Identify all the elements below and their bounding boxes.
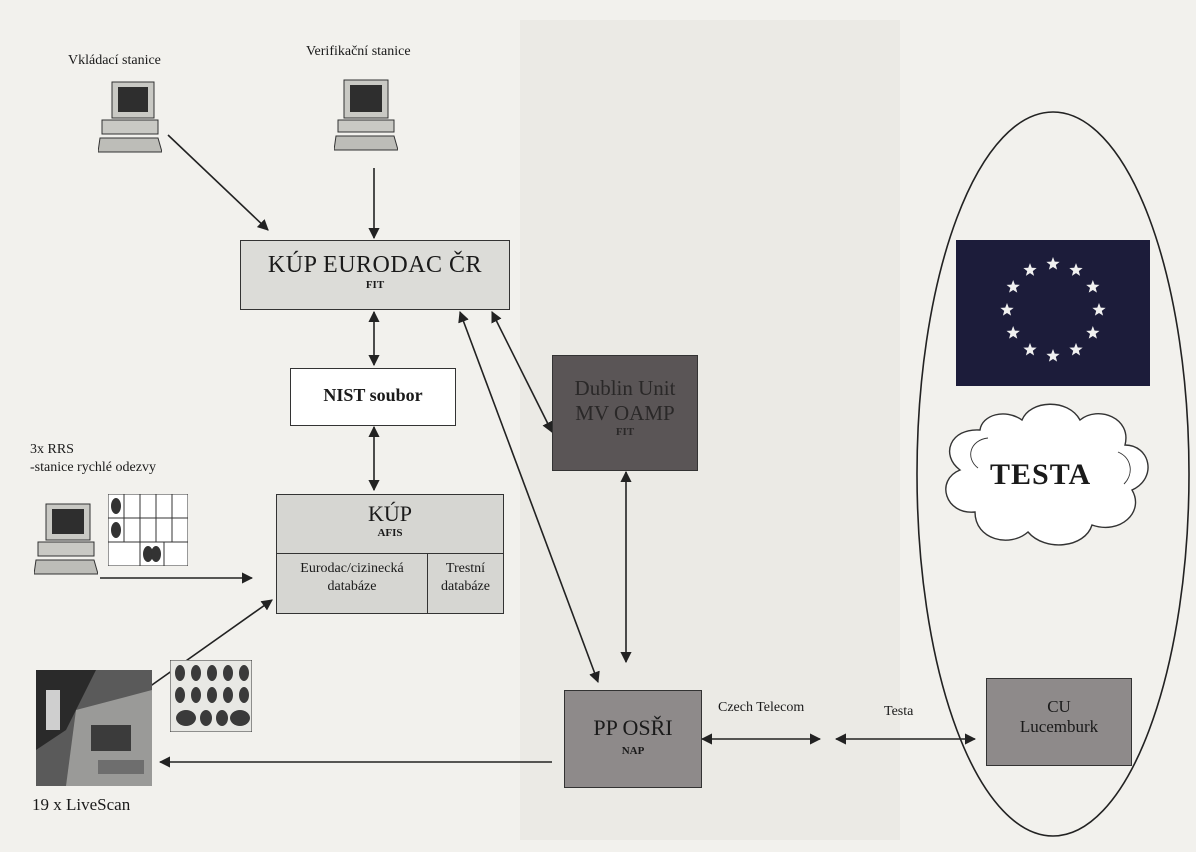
fingerprint-card-icon	[108, 494, 188, 566]
computer-icon	[98, 81, 162, 153]
trestni-db-cell: Trestní databáze	[428, 554, 503, 614]
testa-cloud	[945, 403, 1149, 546]
afis-databases: Eurodac/cizinecká databáze Trestní datab…	[277, 553, 503, 614]
pp-osri-title: PP OSŘI	[593, 715, 673, 740]
arrow-input-to-kup	[167, 134, 269, 231]
kup-eurodac-box: KÚP EURODAC ČR FIT	[240, 240, 510, 310]
eu-star-icon	[1000, 303, 1014, 316]
arrow-livescan-to-afis	[141, 599, 273, 693]
pp-osri-sub: NAP	[621, 745, 645, 757]
testa-cloud-label: TESTA	[990, 458, 1092, 491]
eu-star-icon	[1092, 303, 1106, 316]
eu-star-icon	[1023, 263, 1037, 276]
dublin-title-1: Dublin Unit	[574, 376, 676, 400]
input-station-label: Vkládací stanice	[68, 53, 161, 68]
livescan-label: 19 x LiveScan	[32, 795, 131, 814]
nist-box: NIST soubor	[290, 368, 456, 426]
kup-afis-box: KÚP AFIS Eurodac/cizinecká databáze Tres…	[276, 494, 504, 614]
computer-icon	[34, 503, 98, 575]
eurodac-db-line2: databáze	[327, 579, 377, 594]
fingerprint-card-icon	[170, 660, 252, 732]
dublin-unit-box: Dublin Unit MV OAMP FIT	[552, 355, 698, 471]
trestni-db-line2: databáze	[441, 579, 490, 594]
cu-title-2: Lucemburk	[1019, 717, 1099, 736]
eu-star-icon	[1069, 263, 1083, 276]
kup-eurodac-sub: FIT	[365, 279, 385, 291]
kup-afis-sub: AFIS	[377, 527, 403, 539]
czech-telecom-label: Czech Telecom	[718, 700, 805, 715]
rrs-title: 3x RRS	[30, 442, 74, 457]
cu-title-1: CU	[1047, 697, 1071, 716]
eu-star-icon	[1023, 342, 1037, 356]
trestni-db-line1: Trestní	[445, 561, 486, 576]
eu-star-icon	[1069, 342, 1083, 356]
kup-afis-title: KÚP	[367, 501, 412, 526]
nist-title: NIST soubor	[323, 385, 423, 405]
kup-eurodac-title: KÚP EURODAC ČR	[267, 252, 483, 278]
eu-ellipse	[916, 111, 1190, 837]
arrow-kup-dublin	[491, 310, 553, 434]
cu-lucemburk-box: CU Lucemburk	[986, 678, 1132, 766]
verification-station-label: Verifikační stanice	[306, 44, 411, 59]
eu-star-icon	[1086, 326, 1100, 339]
computer-icon	[334, 79, 398, 151]
arrow-kup-pposri	[458, 310, 600, 684]
dublin-title-2: MV OAMP	[575, 401, 675, 425]
eu-star-icon	[1046, 349, 1060, 362]
eurodac-db-line1: Eurodac/cizinecká	[300, 561, 404, 576]
dublin-sub: FIT	[615, 426, 635, 438]
eu-flag-stars	[1000, 257, 1106, 362]
pp-osri-box: PP OSŘI NAP	[564, 690, 702, 788]
eu-star-icon	[1086, 280, 1100, 293]
eurodac-db-cell: Eurodac/cizinecká databáze	[277, 554, 428, 614]
rrs-subtitle: -stanice rychlé odezvy	[30, 460, 156, 475]
eu-star-icon	[1046, 257, 1060, 270]
livescan-photo	[36, 670, 152, 786]
eu-star-icon	[1006, 326, 1020, 339]
testa-link-label: Testa	[884, 704, 914, 719]
eu-star-icon	[1006, 280, 1020, 293]
